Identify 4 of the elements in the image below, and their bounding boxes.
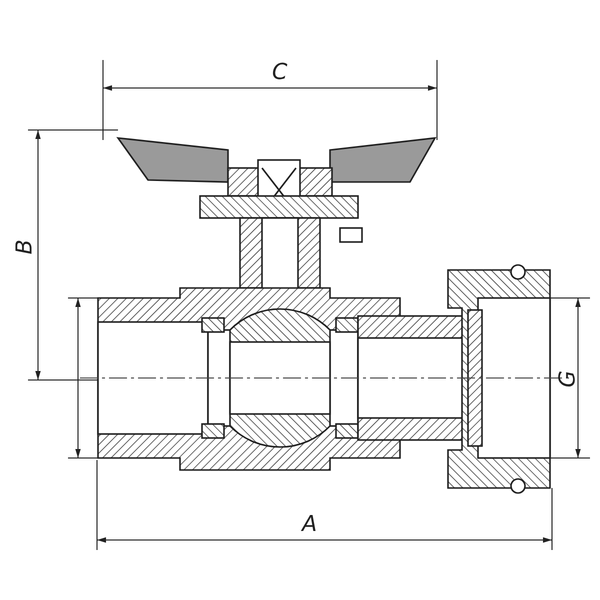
dimension-label: G [558, 370, 580, 388]
dimension-label: B [14, 239, 37, 255]
dimension-label: A [302, 514, 318, 536]
dimension-label: C [272, 62, 288, 84]
